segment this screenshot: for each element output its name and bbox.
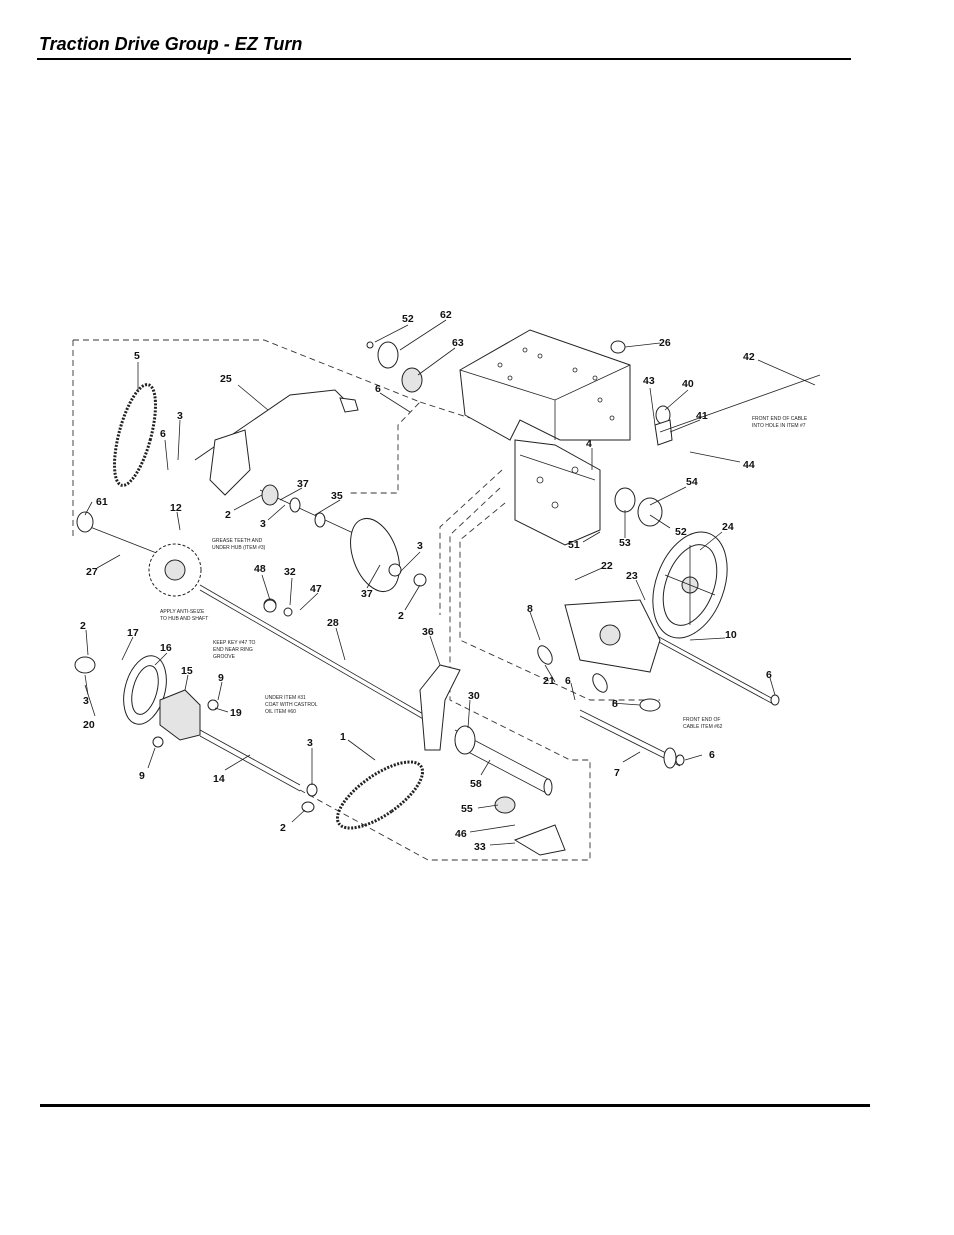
callout-63: 63 <box>452 337 464 349</box>
callout-4: 4 <box>586 438 592 450</box>
callout-7: 7 <box>614 767 620 779</box>
note-cable-62-line2: CABLE ITEM #62 <box>683 724 723 730</box>
callout-44: 44 <box>743 459 755 471</box>
callout-1: 1 <box>340 731 346 743</box>
note-key-line3: GROOVE <box>213 654 236 660</box>
callout-25: 25 <box>220 373 232 385</box>
sprocket-27 <box>76 511 202 597</box>
callout-35: 35 <box>331 490 343 502</box>
callout-3: 3 <box>177 410 183 422</box>
callout-10: 10 <box>725 629 737 641</box>
drive-chain-1 <box>335 760 425 830</box>
callout-21: 21 <box>543 675 555 687</box>
callout-3: 3 <box>83 695 89 707</box>
callout-6: 6 <box>160 428 166 440</box>
callout-32: 32 <box>284 566 296 578</box>
callout-2: 2 <box>225 509 231 521</box>
callout-27: 27 <box>86 566 98 578</box>
callout-17: 17 <box>127 627 139 639</box>
hub-assembly-15 <box>74 655 301 792</box>
leader-lines <box>84 319 816 846</box>
callout-52: 52 <box>402 313 414 325</box>
note-cable-40-line2: INTO HOLE IN ITEM #7 <box>752 423 806 429</box>
callout-41: 41 <box>696 410 708 422</box>
callout-48: 48 <box>254 563 266 575</box>
note-key-line1: KEEP KEY #47 TO <box>213 640 256 646</box>
callout-33: 33 <box>474 841 486 853</box>
header-rule <box>37 58 851 60</box>
callout-6: 6 <box>709 749 715 761</box>
callout-43: 43 <box>643 375 655 387</box>
callout-6: 6 <box>565 675 571 687</box>
callout-47: 47 <box>310 583 322 595</box>
callout-2: 2 <box>80 620 86 632</box>
note-cable-62-line1: FRONT END OF <box>683 717 720 723</box>
note-antiseize-line1: APPLY ANTI-SEIZE <box>160 609 205 615</box>
callout-9: 9 <box>218 672 224 684</box>
note-oil-line3: OIL ITEM #60 <box>265 709 296 715</box>
callout-20: 20 <box>83 719 95 731</box>
note-cable-40-line1: FRONT END OF CABLE <box>752 416 808 422</box>
drive-chain-5 <box>113 383 157 487</box>
callout-2: 2 <box>280 822 286 834</box>
footer-rule <box>40 1104 870 1107</box>
axle-10 <box>564 599 776 706</box>
drive-wheel-24 <box>652 531 728 639</box>
callout-52: 52 <box>675 526 687 538</box>
page-title: Traction Drive Group - EZ Turn <box>39 34 303 54</box>
callout-30: 30 <box>468 690 480 702</box>
callout-16: 16 <box>160 642 172 654</box>
callout-36: 36 <box>422 626 434 638</box>
note-antiseize-line2: TO HUB AND SHAFT <box>160 616 208 622</box>
bracket-shaft-58 <box>419 664 566 856</box>
callout-2: 2 <box>398 610 404 622</box>
callout-8: 8 <box>612 698 618 710</box>
friction-plate <box>259 484 400 592</box>
callout-28: 28 <box>327 617 339 629</box>
callout-26: 26 <box>659 337 671 349</box>
shift-arm <box>194 389 359 496</box>
callout-23: 23 <box>626 570 638 582</box>
callout-12: 12 <box>170 502 182 514</box>
callout-6: 6 <box>375 383 381 395</box>
callout-46: 46 <box>455 828 467 840</box>
callout-42: 42 <box>743 351 755 363</box>
callout-37: 37 <box>361 588 373 600</box>
callout-53: 53 <box>619 537 631 549</box>
callout-8: 8 <box>527 603 533 615</box>
callout-15: 15 <box>181 665 193 677</box>
callout-37: 37 <box>297 478 309 490</box>
shaft-7 <box>579 709 681 769</box>
callout-9: 9 <box>139 770 145 782</box>
callout-3: 3 <box>417 540 423 552</box>
callout-3: 3 <box>260 518 266 530</box>
note-grease-line2: UNDER HUB (ITEM #3) <box>212 545 266 551</box>
callout-14: 14 <box>213 773 225 785</box>
callout-5: 5 <box>134 350 140 362</box>
note-oil-line1: UNDER ITEM #31 <box>265 695 306 701</box>
annotation-notes: FRONT END OF CABLE INTO HOLE IN ITEM #7 … <box>160 416 808 730</box>
callout-24: 24 <box>722 521 734 533</box>
note-oil-line2: COAT WITH CASTROL <box>265 702 318 708</box>
callout-54: 54 <box>686 476 698 488</box>
callout-numbers: 52 62 63 26 42 43 40 41 44 5 25 6 3 6 4 … <box>80 309 772 853</box>
callout-62: 62 <box>440 309 452 321</box>
callout-51: 51 <box>568 539 580 551</box>
note-key-line2: END NEAR RING <box>213 647 253 653</box>
callout-6: 6 <box>766 669 772 681</box>
callout-3: 3 <box>307 737 313 749</box>
frame-housing <box>459 329 631 546</box>
small-parts <box>152 340 821 813</box>
callout-61: 61 <box>96 496 108 508</box>
callout-22: 22 <box>601 560 613 572</box>
callout-55: 55 <box>461 803 473 815</box>
dashed-group-outline <box>72 339 660 861</box>
callout-58: 58 <box>470 778 482 790</box>
callout-19: 19 <box>230 707 242 719</box>
note-grease-line1: GREASE TEETH AND <box>212 538 263 544</box>
callout-40: 40 <box>682 378 694 390</box>
